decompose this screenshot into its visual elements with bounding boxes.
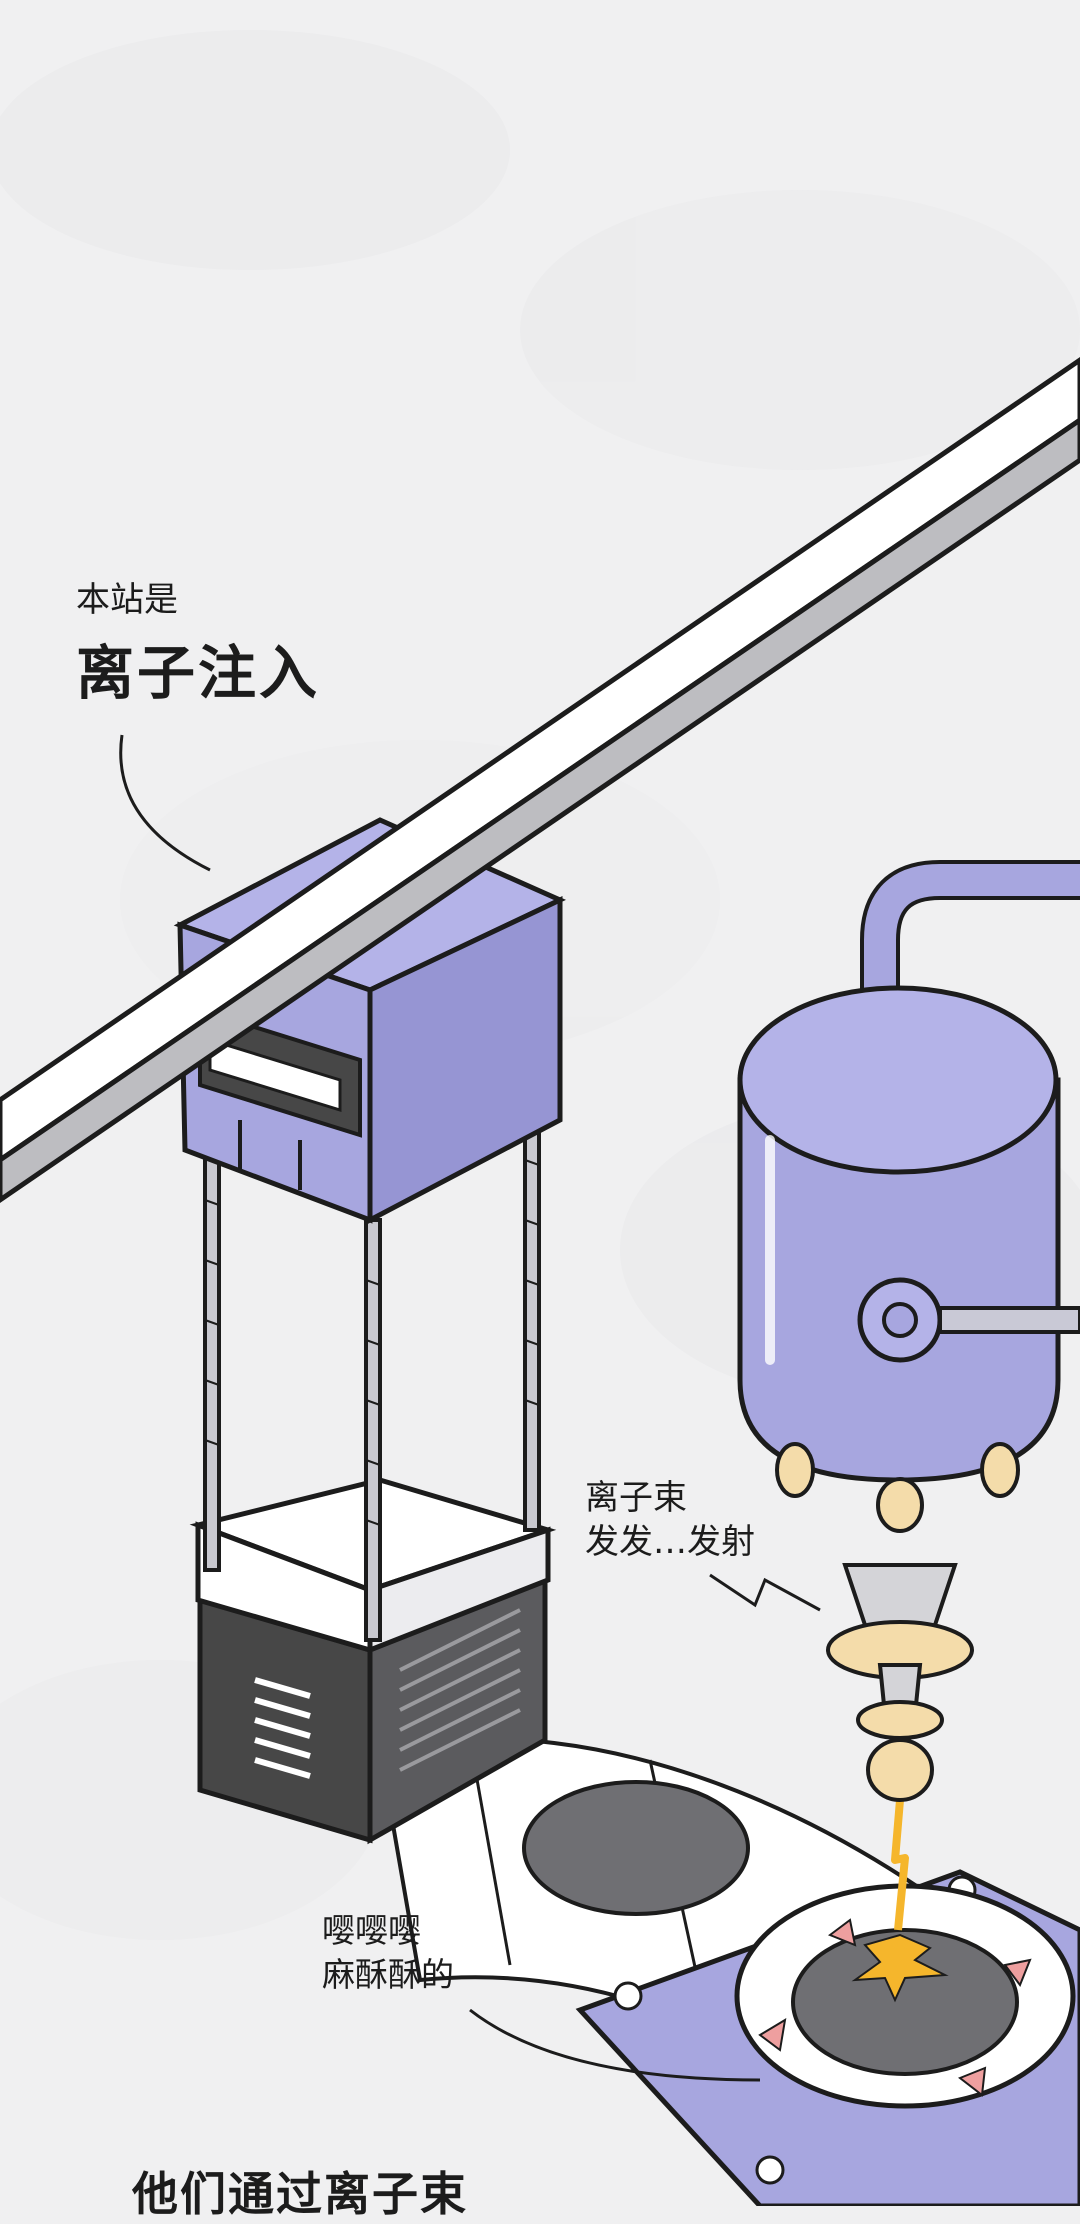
wafer-on-belt <box>522 1780 750 1916</box>
beam-caption-line-1: 离子束 <box>585 1478 687 1518</box>
overhead-rail <box>0 356 1080 1204</box>
sfx-caption-line-2: 麻酥酥的 <box>322 1955 454 1994</box>
wafer-stack-machine <box>189 1108 557 1845</box>
implant-stage <box>575 1869 1080 2206</box>
speech-pointers <box>119 734 821 2082</box>
ion-beam <box>851 1799 949 2003</box>
station-title: 离子注入 <box>76 639 321 707</box>
ion-source-machine <box>737 860 1080 1802</box>
bottom-caption: 他们通过离子束 <box>132 2167 468 2221</box>
beam-caption-line-2: 发发…发射 <box>585 1522 755 1562</box>
intro-caption: 本站是 <box>76 580 178 620</box>
sfx-caption-line-1: 嘤嘤嘤 <box>322 1911 421 1950</box>
